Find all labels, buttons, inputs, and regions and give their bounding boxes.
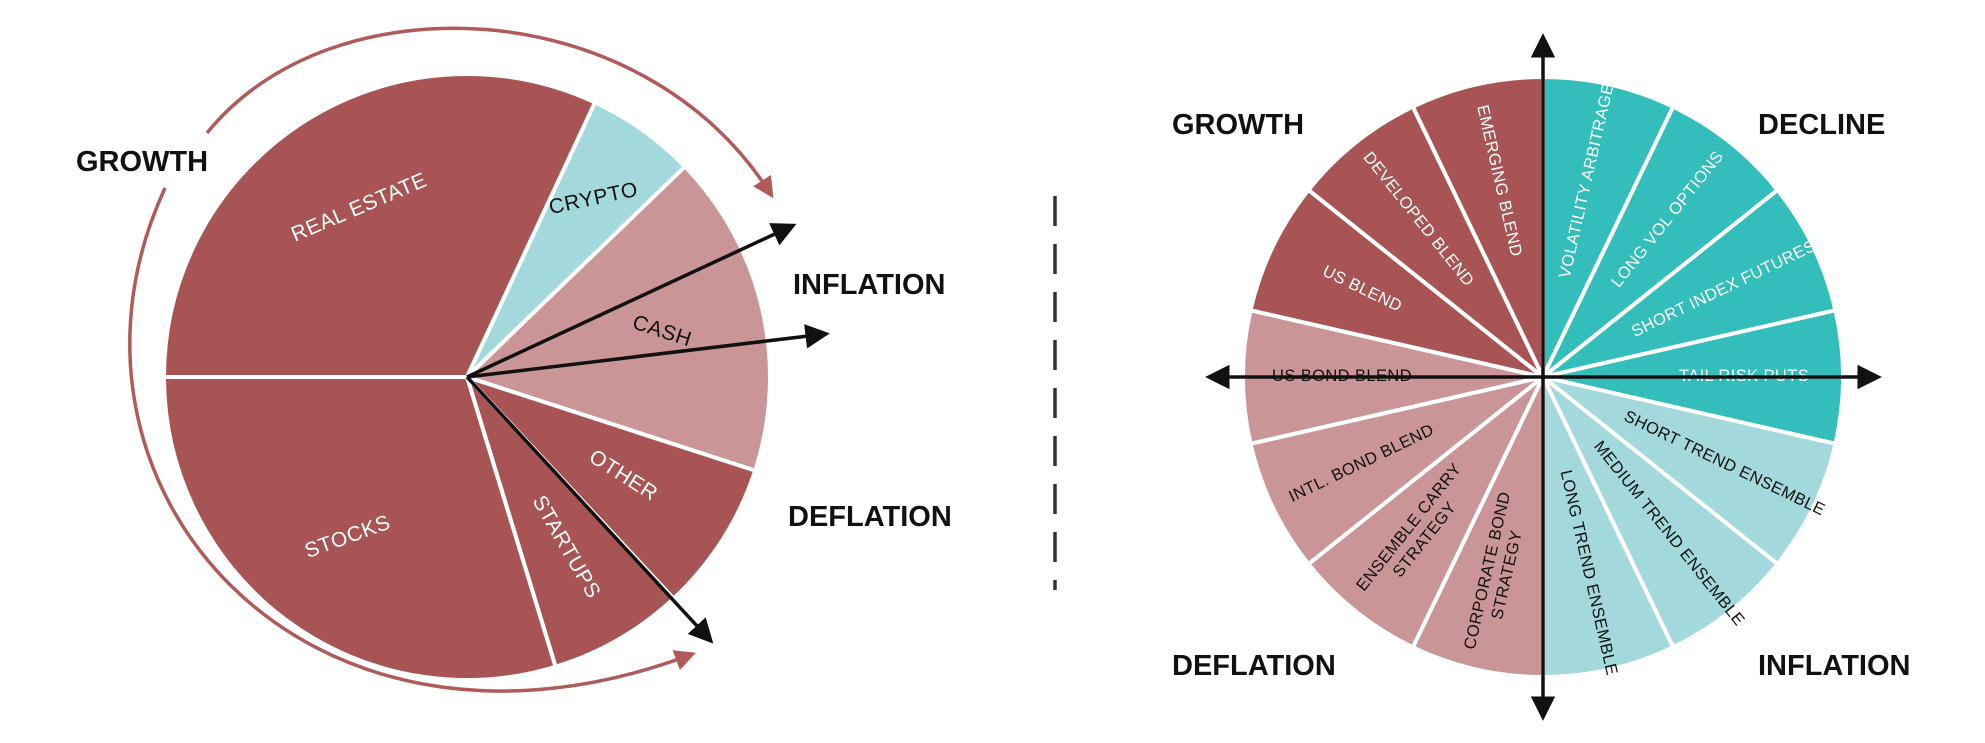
wedge-medium-trend-ensemble bbox=[1541, 375, 1780, 650]
deflation-arrow bbox=[465, 375, 714, 644]
wedge-us-blend bbox=[1248, 187, 1545, 379]
growth-cycle-arrow-bottom bbox=[128, 187, 696, 693]
left-pie-chart bbox=[162, 72, 772, 682]
left-growth-label: GROWTH bbox=[76, 146, 208, 178]
inflation-arrow-lower bbox=[466, 324, 830, 379]
right-deflation-label: DEFLATION bbox=[1172, 650, 1336, 682]
left-inflation-label: INFLATION bbox=[793, 269, 946, 301]
right-inflation-label: INFLATION bbox=[1758, 650, 1911, 682]
slice-other bbox=[465, 375, 758, 601]
right-decline-label: DECLINE bbox=[1758, 109, 1885, 141]
wedge-developed-blend bbox=[1306, 104, 1545, 379]
wedge-long-vol-options bbox=[1541, 104, 1780, 379]
slice-stocks bbox=[162, 375, 558, 682]
slice-cash bbox=[465, 164, 772, 473]
inflation-arrow-upper bbox=[466, 223, 797, 379]
slice-startups bbox=[465, 375, 676, 669]
growth-cycle-arrow-top bbox=[205, 26, 774, 199]
wedge-ensemble-carry-strategy bbox=[1306, 375, 1545, 650]
wedge-short-trend-ensemble bbox=[1541, 375, 1838, 567]
right-growth-label: GROWTH bbox=[1172, 109, 1304, 141]
wedge-short-index-futures bbox=[1541, 187, 1838, 379]
wedge-intl-bond-blend bbox=[1248, 375, 1545, 567]
left-deflation-label: DEFLATION bbox=[788, 501, 952, 533]
right-wheel-chart bbox=[1240, 75, 1846, 679]
slice-real-estate bbox=[162, 72, 598, 379]
